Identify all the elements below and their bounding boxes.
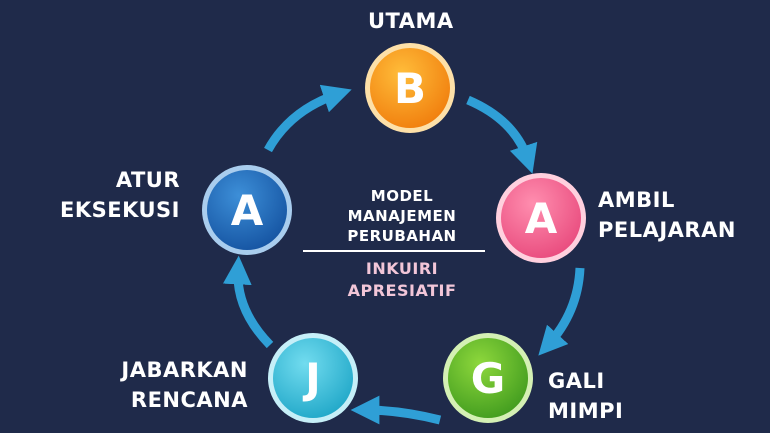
arrow-g-to-j [350, 395, 442, 425]
label-atur-eksekusi: ATUR EKSEKUSI [60, 168, 180, 222]
node-circle [207, 170, 287, 250]
node-a-atur: A [202, 165, 292, 255]
node-circle [273, 338, 353, 418]
arrow-a-to-g [538, 267, 585, 356]
label-utama: UTAMA [368, 9, 454, 33]
arrow-a-to-b [264, 84, 352, 153]
node-j-jabarkan: J [268, 333, 358, 423]
node-circle [448, 338, 528, 418]
label-ambil-pelajaran: AMBIL PELAJARAN [598, 188, 736, 242]
label-gali-mimpi: GALI MIMPI [548, 369, 624, 423]
node-circle [501, 178, 581, 258]
node-b-utama: B [365, 43, 455, 133]
node-a-ambil: A [496, 173, 586, 263]
center-title: MODEL MANAJEMEN PERUBAHAN [347, 187, 457, 245]
center-divider [303, 250, 485, 252]
cycle-arrows [222, 84, 585, 425]
node-letter: G [471, 354, 505, 403]
node-letter: J [302, 354, 321, 403]
node-letter: B [394, 64, 426, 113]
arrow-b-to-a [466, 95, 538, 174]
cycle-nodes: B A G J A [202, 43, 586, 423]
center-subtitle: INKUIRI APRESIATIF [347, 259, 457, 300]
node-letter: A [525, 194, 558, 243]
node-letter: A [231, 186, 264, 235]
label-jabarkan-rencana: JABARKAN RENCANA [121, 358, 248, 412]
node-circle [370, 48, 450, 128]
arrow-j-to-a [222, 255, 274, 349]
node-g-gali: G [443, 333, 533, 423]
